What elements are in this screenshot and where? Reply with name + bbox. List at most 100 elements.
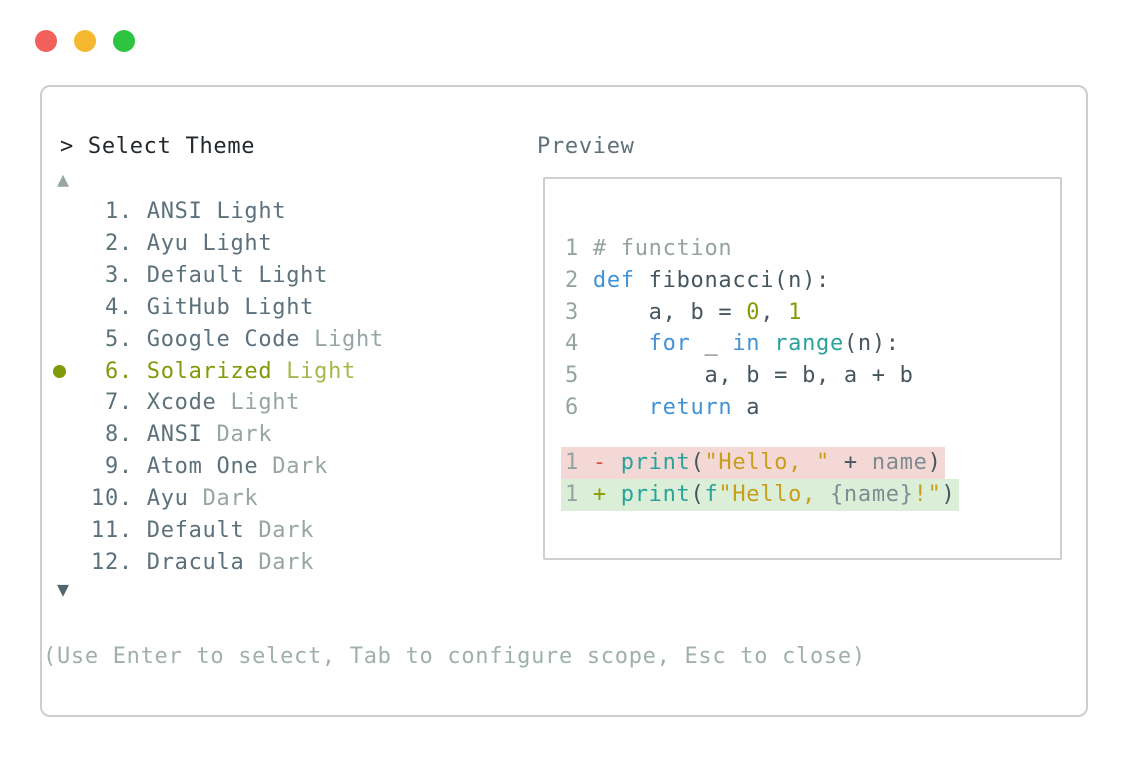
- theme-item-number: 10.: [91, 485, 147, 511]
- minimize-button[interactable]: [74, 30, 96, 52]
- theme-item-default-dark[interactable]: 11. Default Dark: [53, 514, 384, 546]
- code-token: 5: [565, 363, 593, 389]
- marker-spacer: [53, 260, 91, 292]
- theme-item-variant: Light: [230, 390, 301, 416]
- theme-item-name: Ayu: [146, 485, 203, 511]
- select-theme-prompt: > Select Theme: [60, 134, 256, 159]
- marker-spacer: [53, 514, 91, 546]
- code-token: # function: [592, 236, 733, 261]
- theme-item-variant: Dark: [272, 454, 329, 480]
- keyboard-hint: (Use Enter to select, Tab to configure s…: [43, 644, 866, 669]
- code-token: (n):: [843, 331, 900, 357]
- theme-item-number: 5.: [91, 326, 147, 352]
- theme-item-variant: Dark: [216, 422, 273, 448]
- marker-spacer: [53, 451, 91, 483]
- code-line: 3 a, b = 0, 1: [565, 297, 914, 329]
- theme-item-default-light[interactable]: 3. Default Light: [53, 260, 384, 292]
- theme-item-variant: Light: [286, 358, 356, 384]
- theme-item-xcode-light[interactable]: 7. Xcode Light: [53, 387, 384, 419]
- code-token: "Hello,: [718, 482, 830, 507]
- marker-spacer: [53, 291, 91, 323]
- code-token: 0: [746, 299, 761, 325]
- theme-item-dracula-dark[interactable]: 12. Dracula Dark: [53, 546, 384, 578]
- theme-item-number: 3.: [91, 263, 147, 289]
- theme-item-variant: Dark: [258, 549, 315, 575]
- scroll-up-indicator-icon[interactable]: ▲: [57, 167, 70, 191]
- code-token: a, b =: [592, 299, 747, 325]
- code-token: [593, 395, 649, 420]
- theme-item-number: 9.: [91, 454, 147, 480]
- selected-bullet-icon: [53, 364, 66, 378]
- code-token: range: [774, 331, 844, 357]
- marker-spacer: [53, 228, 91, 260]
- marker-spacer: [53, 419, 91, 451]
- code-token: f: [704, 482, 719, 507]
- code-token: ): [927, 450, 942, 475]
- code-line: 5 a, b = b, a + b: [565, 360, 914, 392]
- scroll-down-indicator-icon[interactable]: ▼: [57, 577, 70, 601]
- theme-item-ayu-light[interactable]: 2. Ayu Light: [53, 228, 384, 260]
- theme-item-name: Solarized: [146, 358, 287, 384]
- theme-item-number: 2.: [91, 231, 147, 257]
- marker-spacer: [53, 323, 91, 355]
- code-token: {name}: [829, 482, 914, 507]
- theme-item-ayu-dark[interactable]: 10. Ayu Dark: [53, 482, 384, 514]
- theme-item-github-light[interactable]: 4. GitHub Light: [53, 291, 384, 323]
- code-token: (: [690, 450, 705, 475]
- theme-list: 1. ANSI Light 2. Ayu Light 3. Default Li…: [53, 196, 384, 578]
- code-token: print: [620, 450, 691, 475]
- code-token: name: [871, 450, 928, 475]
- theme-item-variant: Dark: [202, 485, 259, 511]
- theme-item-number: 8.: [91, 422, 147, 448]
- code-token: 1: [788, 299, 803, 325]
- theme-item-number: 12.: [91, 549, 147, 575]
- code-token: 1: [565, 236, 593, 261]
- theme-item-name: Ayu Light: [146, 231, 273, 257]
- preview-diff-lines: 1 - print("Hello, " + name)1 + print(f"H…: [561, 447, 959, 511]
- theme-item-name: Default Light: [146, 263, 329, 289]
- code-token: def: [592, 267, 635, 293]
- code-token: 1: [565, 482, 593, 507]
- code-line: 6 return a: [565, 392, 914, 424]
- code-line: 1 # function: [565, 233, 914, 265]
- theme-item-name: ANSI: [146, 422, 217, 448]
- theme-item-number: 1.: [91, 199, 147, 225]
- code-token: +: [829, 450, 872, 475]
- code-token: a: [732, 395, 761, 421]
- diff-line-added: 1 + print(f"Hello, {name}!"): [561, 479, 959, 511]
- code-token: [760, 331, 774, 356]
- diff-line-removed: 1 - print("Hello, " + name): [561, 447, 959, 479]
- theme-item-number: 4.: [91, 294, 147, 320]
- theme-item-number: 7.: [91, 390, 147, 416]
- zoom-button[interactable]: [113, 30, 135, 52]
- code-token: 1: [565, 450, 593, 475]
- theme-item-ansi-dark[interactable]: 8. ANSI Dark: [53, 419, 384, 451]
- marker-spacer: [53, 482, 91, 514]
- code-token: [593, 331, 649, 356]
- code-token: 6: [565, 395, 593, 421]
- theme-item-name: ANSI Light: [146, 199, 287, 225]
- marker-spacer: [53, 387, 91, 419]
- theme-item-google-code-light[interactable]: 5. Google Code Light: [53, 323, 384, 355]
- theme-item-name: Default: [146, 517, 259, 543]
- code-token: -: [592, 450, 621, 475]
- close-button[interactable]: [35, 30, 57, 52]
- theme-item-variant: Light: [314, 326, 384, 352]
- code-token: fibonacci(n):: [634, 267, 830, 293]
- preview-heading: Preview: [537, 134, 635, 159]
- theme-item-ansi-light[interactable]: 1. ANSI Light: [53, 196, 384, 228]
- code-line: 4 for _ in range(n):: [565, 328, 914, 360]
- code-token: for: [648, 331, 691, 357]
- theme-item-solarized-light[interactable]: 6. Solarized Light: [53, 355, 384, 387]
- marker-spacer: [53, 546, 91, 578]
- code-token: ,: [760, 299, 789, 325]
- theme-item-atom-one-dark[interactable]: 9. Atom One Dark: [53, 451, 384, 483]
- theme-item-name: Dracula: [146, 549, 259, 575]
- code-token: print: [620, 482, 691, 507]
- code-token: 4: [565, 331, 593, 357]
- code-token: a, b = b, a + b: [592, 363, 914, 389]
- code-token: ): [941, 482, 956, 507]
- code-token: _: [690, 331, 733, 357]
- code-token: 3: [565, 299, 593, 325]
